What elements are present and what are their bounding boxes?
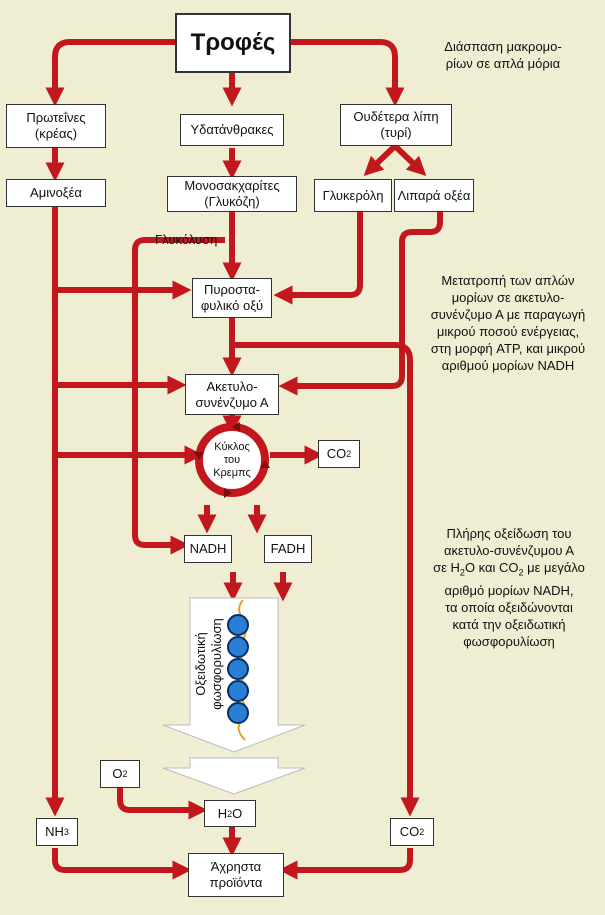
- note-oxidation-sub1: 2: [459, 567, 465, 578]
- arrow-fattyacids-to-acetyl: [278, 212, 443, 396]
- pyruvate-box: Πυροστα- φυλικό οξύ: [192, 278, 272, 318]
- note-oxidation-3: με μεγάλο αριθμό μορίων NADH, τα οποία ο…: [444, 560, 585, 649]
- arrow-link-to-co2: [232, 342, 420, 817]
- carbs-box: Υδατάνθρακες: [180, 114, 284, 146]
- fadh-box: FADH: [264, 535, 312, 563]
- co2-bottom-sub: 2: [419, 827, 425, 837]
- glycolysis-label: Γλυκόλυση: [155, 232, 218, 247]
- co2-krebs-text: CO: [326, 446, 347, 461]
- co2-bottom-text: CO: [399, 824, 420, 839]
- fats-box: Ουδέτερα λίπη (τυρί): [340, 104, 452, 146]
- arrow-glycolysis-to-nadh: [132, 237, 225, 555]
- electron-carrier-ball: [227, 636, 249, 658]
- note-conversion: Μετατροπή των απλών μορίων σε ακετυλο- σ…: [430, 273, 586, 373]
- waste-box: Άχρηστα προϊόντα: [188, 853, 284, 897]
- h2o-h: H: [217, 805, 228, 821]
- arrow-food-to-fats: [290, 39, 405, 107]
- oxphos-label: Οξειδωτική φωσφορυλίωση: [193, 618, 224, 710]
- krebs-label: Κύκλος του Κρεμπς: [213, 441, 251, 479]
- electron-carrier-ball: [227, 614, 249, 636]
- nh3-text: NH: [45, 824, 64, 839]
- o2-sub: 2: [122, 769, 128, 779]
- krebs-cycle-ring: [194, 422, 270, 498]
- arrow-fats-to-glycerol: [363, 143, 398, 176]
- note-oxidation-1: Πλήρης οξείδωση του ακετυλο-συνένζυμου Α…: [433, 526, 575, 575]
- note-oxidation-sub2: 2: [518, 567, 524, 578]
- mono-box: Μονοσακχαρίτες (Γλυκόζη): [167, 176, 297, 212]
- note-breakdown: Διάσπαση μακρομο- ρίων σε απλά μόρια: [444, 39, 562, 71]
- arrow-fats-to-fattyacids: [392, 143, 427, 176]
- nh3-sub: 3: [63, 827, 69, 837]
- electron-carrier-ball: [227, 680, 249, 702]
- co2-krebs-sub: 2: [346, 449, 352, 459]
- o2-text: O: [112, 766, 123, 781]
- nadh-box: NADH: [184, 535, 232, 563]
- arrow-glycerol-to-pyruvate: [273, 212, 363, 305]
- note-oxidation-2: O και CO: [464, 560, 519, 575]
- h2o-o: O: [232, 805, 243, 821]
- electron-carrier-ball: [227, 658, 249, 680]
- acetyl-box: Ακετυλο- συνένζυμο Α: [185, 374, 279, 415]
- arrow-food-to-proteins: [45, 39, 175, 107]
- glycerol-box: Γλυκερόλη: [314, 179, 392, 212]
- proteins-box: Πρωτεΐνες (κρέας): [6, 104, 106, 148]
- h2o-sub: 2: [227, 808, 233, 819]
- arrow-nh3-to-waste: [52, 848, 192, 880]
- electron-carrier-balls: [227, 614, 249, 724]
- electron-carrier-ball: [227, 702, 249, 724]
- food-box: Τροφές: [175, 13, 291, 73]
- amino-box: Αμινοξέα: [6, 179, 106, 207]
- note-oxidation: Πλήρης οξείδωση του ακετυλο-συνένζυμου Α…: [418, 525, 600, 650]
- fattyacids-box: Λιπαρά οξέα: [394, 179, 474, 212]
- arrow-o2-to-h2o: [117, 788, 208, 820]
- arrow-co2-to-waste: [278, 848, 413, 880]
